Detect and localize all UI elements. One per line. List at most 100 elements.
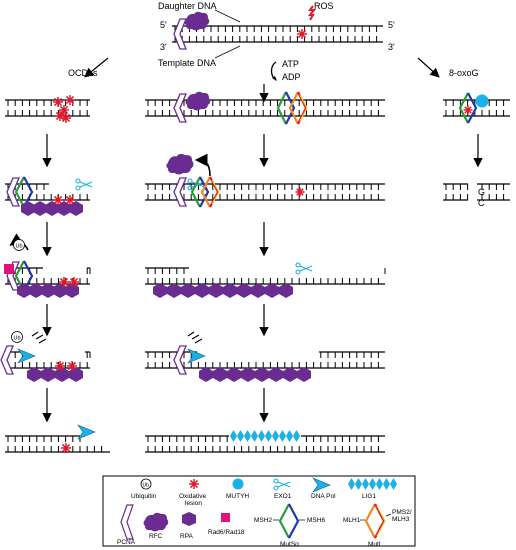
arrow-to-ocdls — [84, 57, 109, 78]
rpa-icon — [55, 367, 69, 382]
oxidative-lesion-icon — [67, 361, 77, 371]
ocdls-dna-4 — [5, 351, 90, 369]
ocdls-dna-1 — [5, 99, 90, 117]
rpa-icon — [213, 367, 227, 382]
ubiquitin-legend-icon — [140, 478, 152, 490]
rpa-icon — [237, 283, 251, 298]
pcna-icon — [0, 345, 14, 375]
rpa-icon — [45, 201, 59, 216]
main-dna-1 — [145, 99, 385, 117]
main-dna-3 — [145, 267, 385, 285]
rpa-icon — [41, 283, 55, 298]
rpa-icon — [17, 283, 31, 298]
msh2-legend-icon — [278, 503, 290, 539]
legend-rpa: RPA — [180, 533, 194, 540]
ubiquitin-row3: Ub — [13, 239, 25, 251]
oxidative-lesion-legend-icon — [189, 479, 199, 489]
rfc-icon — [185, 91, 211, 111]
rad6-legend-icon — [221, 513, 230, 522]
pcna-icon — [173, 177, 187, 207]
legend-mutsa: MutSα — [280, 541, 299, 548]
legend-msh2: MSH2 — [254, 517, 272, 524]
dna-pol-icon — [187, 348, 206, 364]
ub-label: Ub — [16, 244, 23, 250]
rpa-icon — [279, 283, 293, 298]
rpa-icon — [29, 283, 43, 298]
oxidative-lesion-icon — [463, 105, 473, 115]
pcna-legend-icon — [120, 504, 134, 540]
arrow-to-8oxog — [417, 57, 440, 78]
rfc-icon — [184, 11, 210, 31]
mutsa-icon — [190, 176, 210, 208]
rpa-icon — [241, 367, 255, 382]
lig1-icon — [348, 478, 397, 490]
mutsa-icon — [276, 91, 296, 125]
atp-label: ATP — [282, 59, 299, 69]
legend-lig1: LIG1 — [362, 493, 376, 500]
rpa-icon — [223, 283, 237, 298]
ub-label: Ub — [14, 336, 21, 342]
legend-dna-pol: DNA Pol — [311, 493, 336, 500]
flow-arrows — [42, 57, 483, 423]
atp-adp: ATP ADP — [270, 59, 301, 82]
rpa-icon — [27, 367, 41, 382]
released-fragments-icon — [31, 331, 47, 344]
adp-label: ADP — [282, 72, 301, 82]
dna-pol-icon — [17, 348, 36, 364]
8-oxog-label: 8-oxoG — [449, 68, 479, 78]
mutyh-legend-icon — [232, 478, 244, 490]
released-fragments-icon — [187, 331, 203, 344]
five-prime-top-left: 5' — [160, 20, 167, 30]
legend-mutl: MutL — [368, 541, 383, 548]
five-prime-top-right: 5' — [388, 20, 395, 30]
release-arrow — [194, 153, 211, 177]
rpa-icon — [265, 283, 279, 298]
daughter-dna-pointer — [214, 9, 241, 23]
rpa-icon — [153, 283, 167, 298]
main-dna-5 — [145, 435, 385, 453]
rpa-icon — [21, 201, 35, 216]
rpa-icon — [33, 201, 47, 216]
ocdls-label: OCDLs — [68, 68, 98, 78]
rpa-icon — [69, 367, 83, 382]
rpa-icon — [41, 367, 55, 382]
rad6-rad18-icon — [4, 264, 14, 274]
daughter-dna-label: Daughter DNA — [158, 1, 217, 11]
ros-label: ROS — [314, 1, 334, 11]
base-c: C — [478, 198, 485, 208]
oxidative-lesion-icon — [65, 95, 75, 105]
oxidative-lesion-icon — [69, 277, 79, 287]
ocdls-dna-5 — [5, 435, 110, 453]
oxidative-lesion-icon — [65, 195, 75, 205]
oxidative-lesion-icon — [61, 443, 71, 453]
rpa-icon — [297, 367, 311, 382]
oxidative-lesion-icon — [59, 277, 69, 287]
legend-pms2-2: MLH3 — [392, 516, 410, 523]
pcna-icon — [173, 345, 187, 375]
base-g: G — [478, 187, 485, 197]
three-prime-top-right: 3' — [388, 42, 395, 52]
rpa-icon — [251, 283, 265, 298]
rpa-icon — [181, 283, 195, 298]
legend-rad6: Rad6/Rad18 — [208, 529, 245, 536]
dna-rows — [5, 99, 510, 453]
rpa-icon — [255, 367, 269, 382]
oxog-dna-2 — [443, 183, 510, 201]
oxidative-lesion-icon — [295, 187, 305, 197]
oxidative-lesion-icon — [53, 195, 63, 205]
exo1-icon — [75, 178, 93, 191]
legend-mlh1: MLH1 — [343, 517, 361, 524]
oxidative-lesion-icon — [59, 105, 69, 115]
template-dna-label: Template DNA — [158, 58, 216, 68]
rpa-icon — [269, 367, 283, 382]
rpa-icon — [69, 201, 83, 216]
dna-pol-icon — [77, 424, 96, 440]
rpa-icon — [209, 283, 223, 298]
mutyh-icon — [475, 94, 489, 108]
oxidative-lesion-icon — [53, 97, 63, 107]
pcna-icon — [6, 177, 20, 207]
ub-legend-mark: Ub — [143, 483, 150, 489]
template-dna-pointer — [214, 45, 241, 59]
legend-oxidative-2: lesion — [185, 500, 202, 507]
